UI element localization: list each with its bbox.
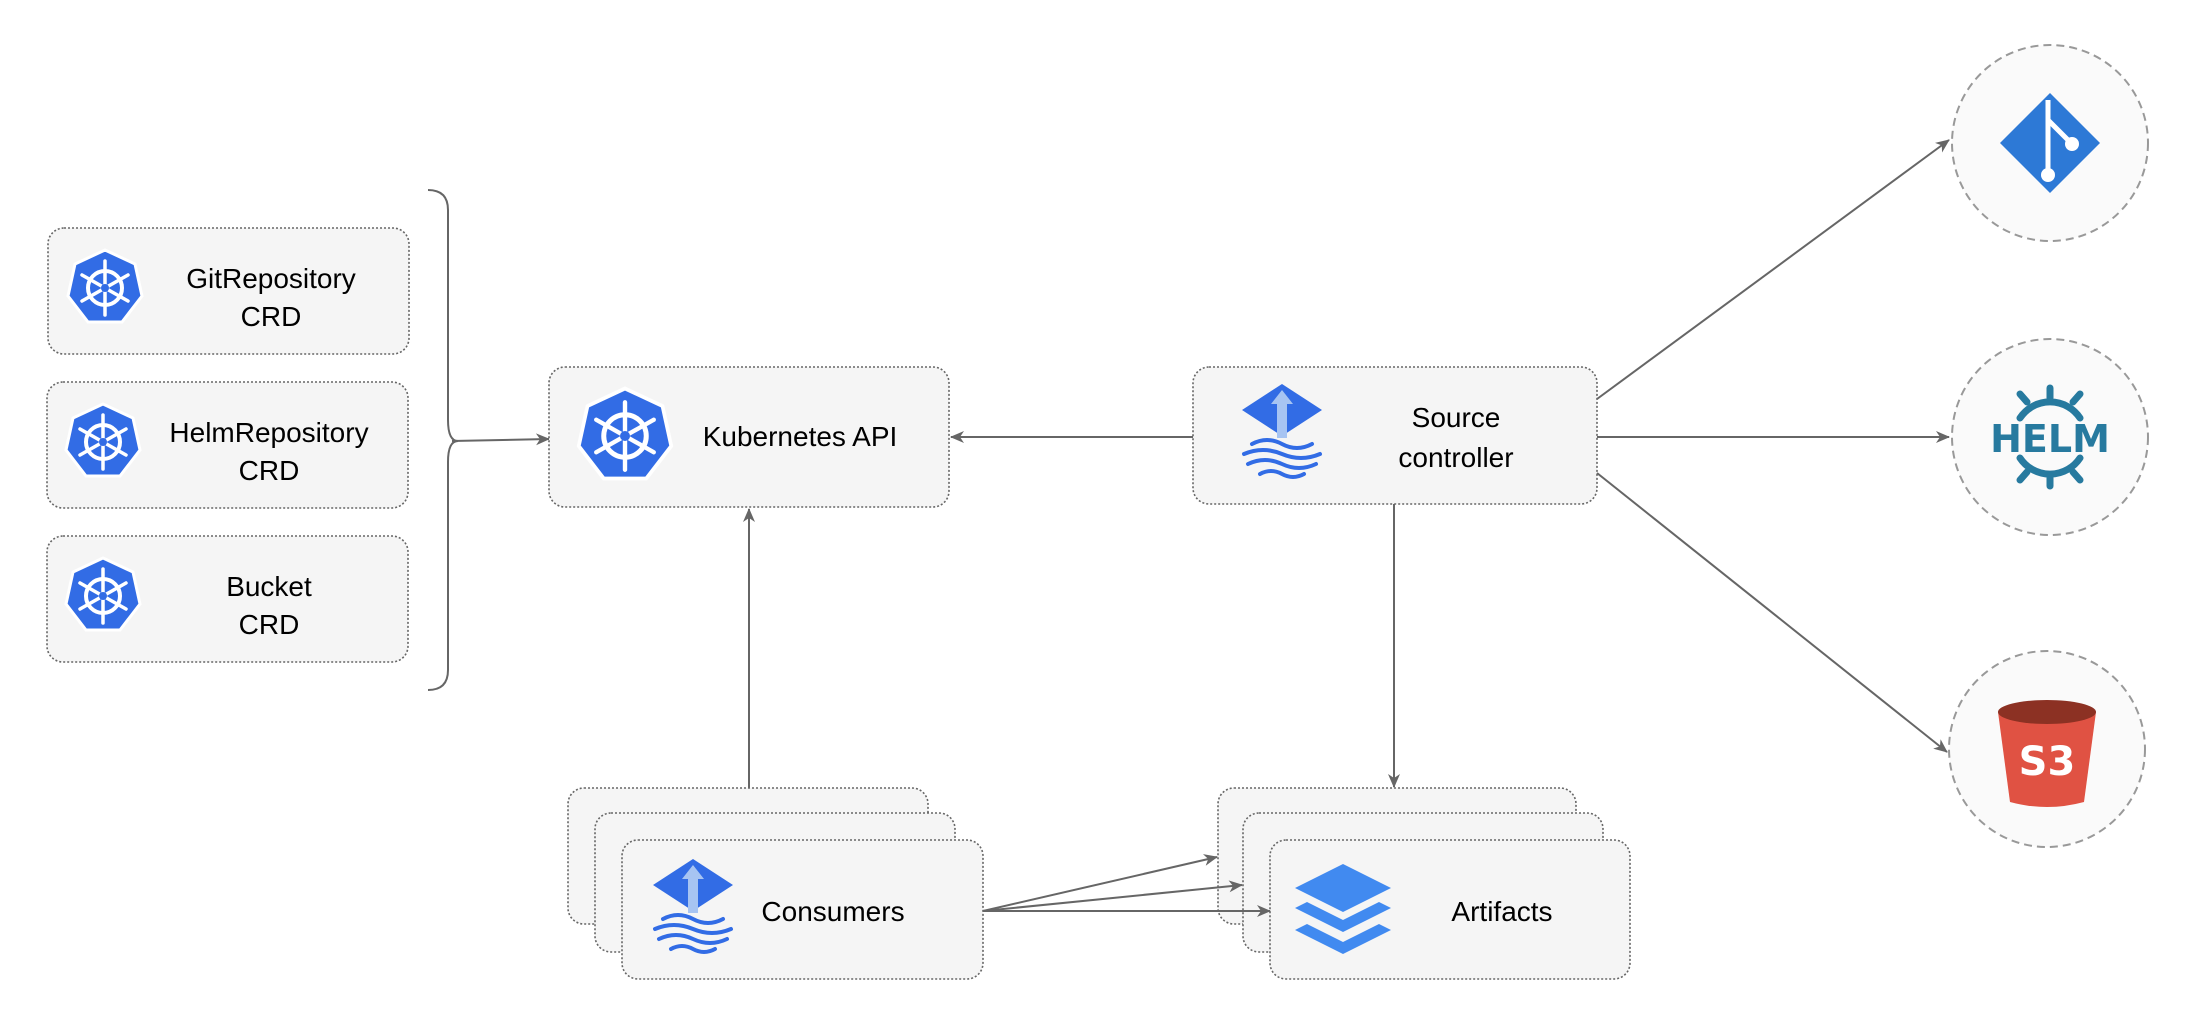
s3-source[interactable]: S3 [1948,650,2146,848]
kubernetes-icon [66,248,144,324]
source-controller-sublabel: controller [1398,442,1513,473]
kubernetes-api-label: Kubernetes API [703,421,898,452]
crd-helmrepository[interactable]: HelmRepository CRD [46,381,409,509]
artifacts-node[interactable]: Artifacts [1217,787,1631,980]
git-icon [2000,93,2100,193]
source-controller-node[interactable]: Source controller [1192,366,1598,505]
helm-icon: HELM [1990,384,2110,490]
edge-source-to-git [1596,139,1950,400]
svg-text:S3: S3 [2019,739,2076,785]
helm-source[interactable]: HELM [1951,338,2149,536]
s3-icon: S3 [1998,700,2096,807]
crd-label: GitRepository [186,263,356,294]
edge-source-to-s3 [1596,472,1948,753]
kubernetes-icon [64,556,142,632]
edge-consumers-to-artifacts-1 [982,854,1218,912]
crd-sublabel: CRD [239,609,300,640]
consumers-label: Consumers [761,896,904,927]
artifacts-label: Artifacts [1451,896,1552,927]
edge-consumers-to-artifacts-2 [982,880,1243,912]
crd-label: HelmRepository [169,417,368,448]
crd-sublabel: CRD [239,455,300,486]
crd-label: Bucket [226,571,312,602]
svg-text:HELM: HELM [1990,417,2110,461]
kubernetes-api-node[interactable]: Kubernetes API [548,366,950,508]
kubernetes-icon [579,389,672,479]
git-source[interactable] [1951,44,2149,242]
crd-gitrepository[interactable]: GitRepository CRD [47,227,410,355]
source-controller-label: Source [1412,402,1501,433]
kubernetes-icon [64,402,142,478]
crd-sublabel: CRD [241,301,302,332]
crd-bucket[interactable]: Bucket CRD [46,535,409,663]
edge-crds-to-api [451,433,550,446]
consumers-node[interactable]: Consumers [567,787,984,980]
